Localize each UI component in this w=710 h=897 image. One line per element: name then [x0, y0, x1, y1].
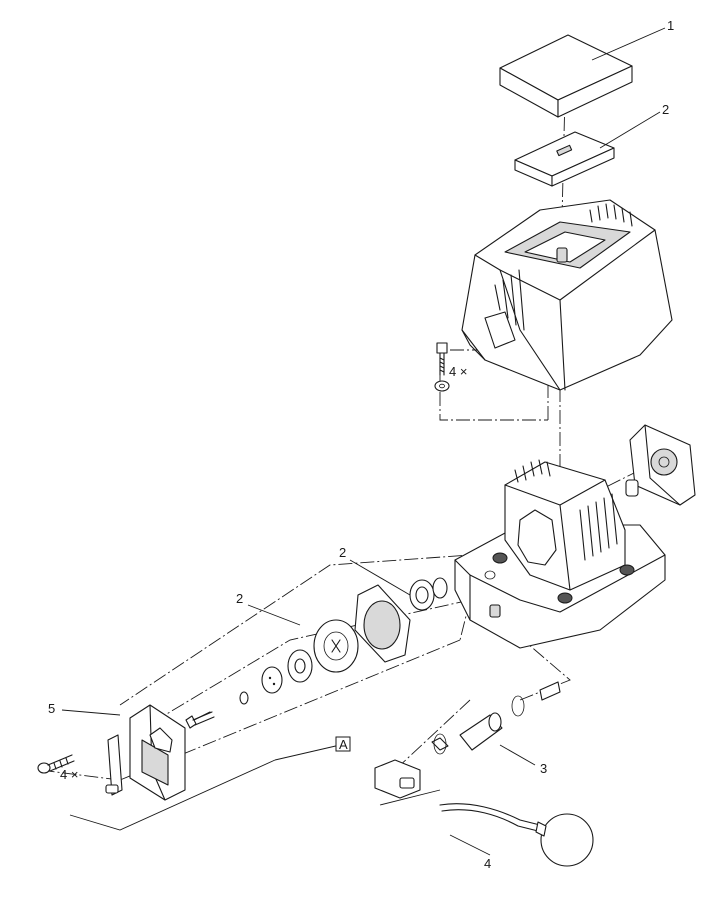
- pump-head-left: [105, 704, 215, 801]
- air-stone: [439, 803, 594, 867]
- boxed-label-frame: [335, 736, 351, 752]
- boxed-label-a: A: [339, 737, 348, 752]
- foam-pad: [499, 34, 633, 118]
- cover-housing: [461, 199, 673, 391]
- pump-head-right: [625, 424, 696, 506]
- callout-2-mid: 2: [339, 545, 346, 560]
- air-distributor: [374, 681, 561, 799]
- callout-3: 3: [540, 761, 547, 776]
- assembly-axes: [39, 94, 641, 781]
- screw-left: [37, 754, 75, 774]
- callout-1: 1: [667, 18, 674, 33]
- callout-2-left: 2: [236, 591, 243, 606]
- small-pad: [514, 131, 615, 187]
- callout-2-top: 2: [662, 102, 669, 117]
- leader-lines: [61, 27, 666, 856]
- callout-4: 4: [484, 856, 491, 871]
- quantity-left: 4 ×: [60, 767, 78, 782]
- callout-5: 5: [48, 701, 55, 716]
- callouts: 1 2 2 2 3 4 5 4 × 4 × A: [48, 18, 674, 871]
- diaphragm-stack: [239, 577, 448, 705]
- motor-block: [454, 459, 666, 649]
- quantity-top: 4 ×: [449, 364, 467, 379]
- screw-top: [434, 342, 450, 392]
